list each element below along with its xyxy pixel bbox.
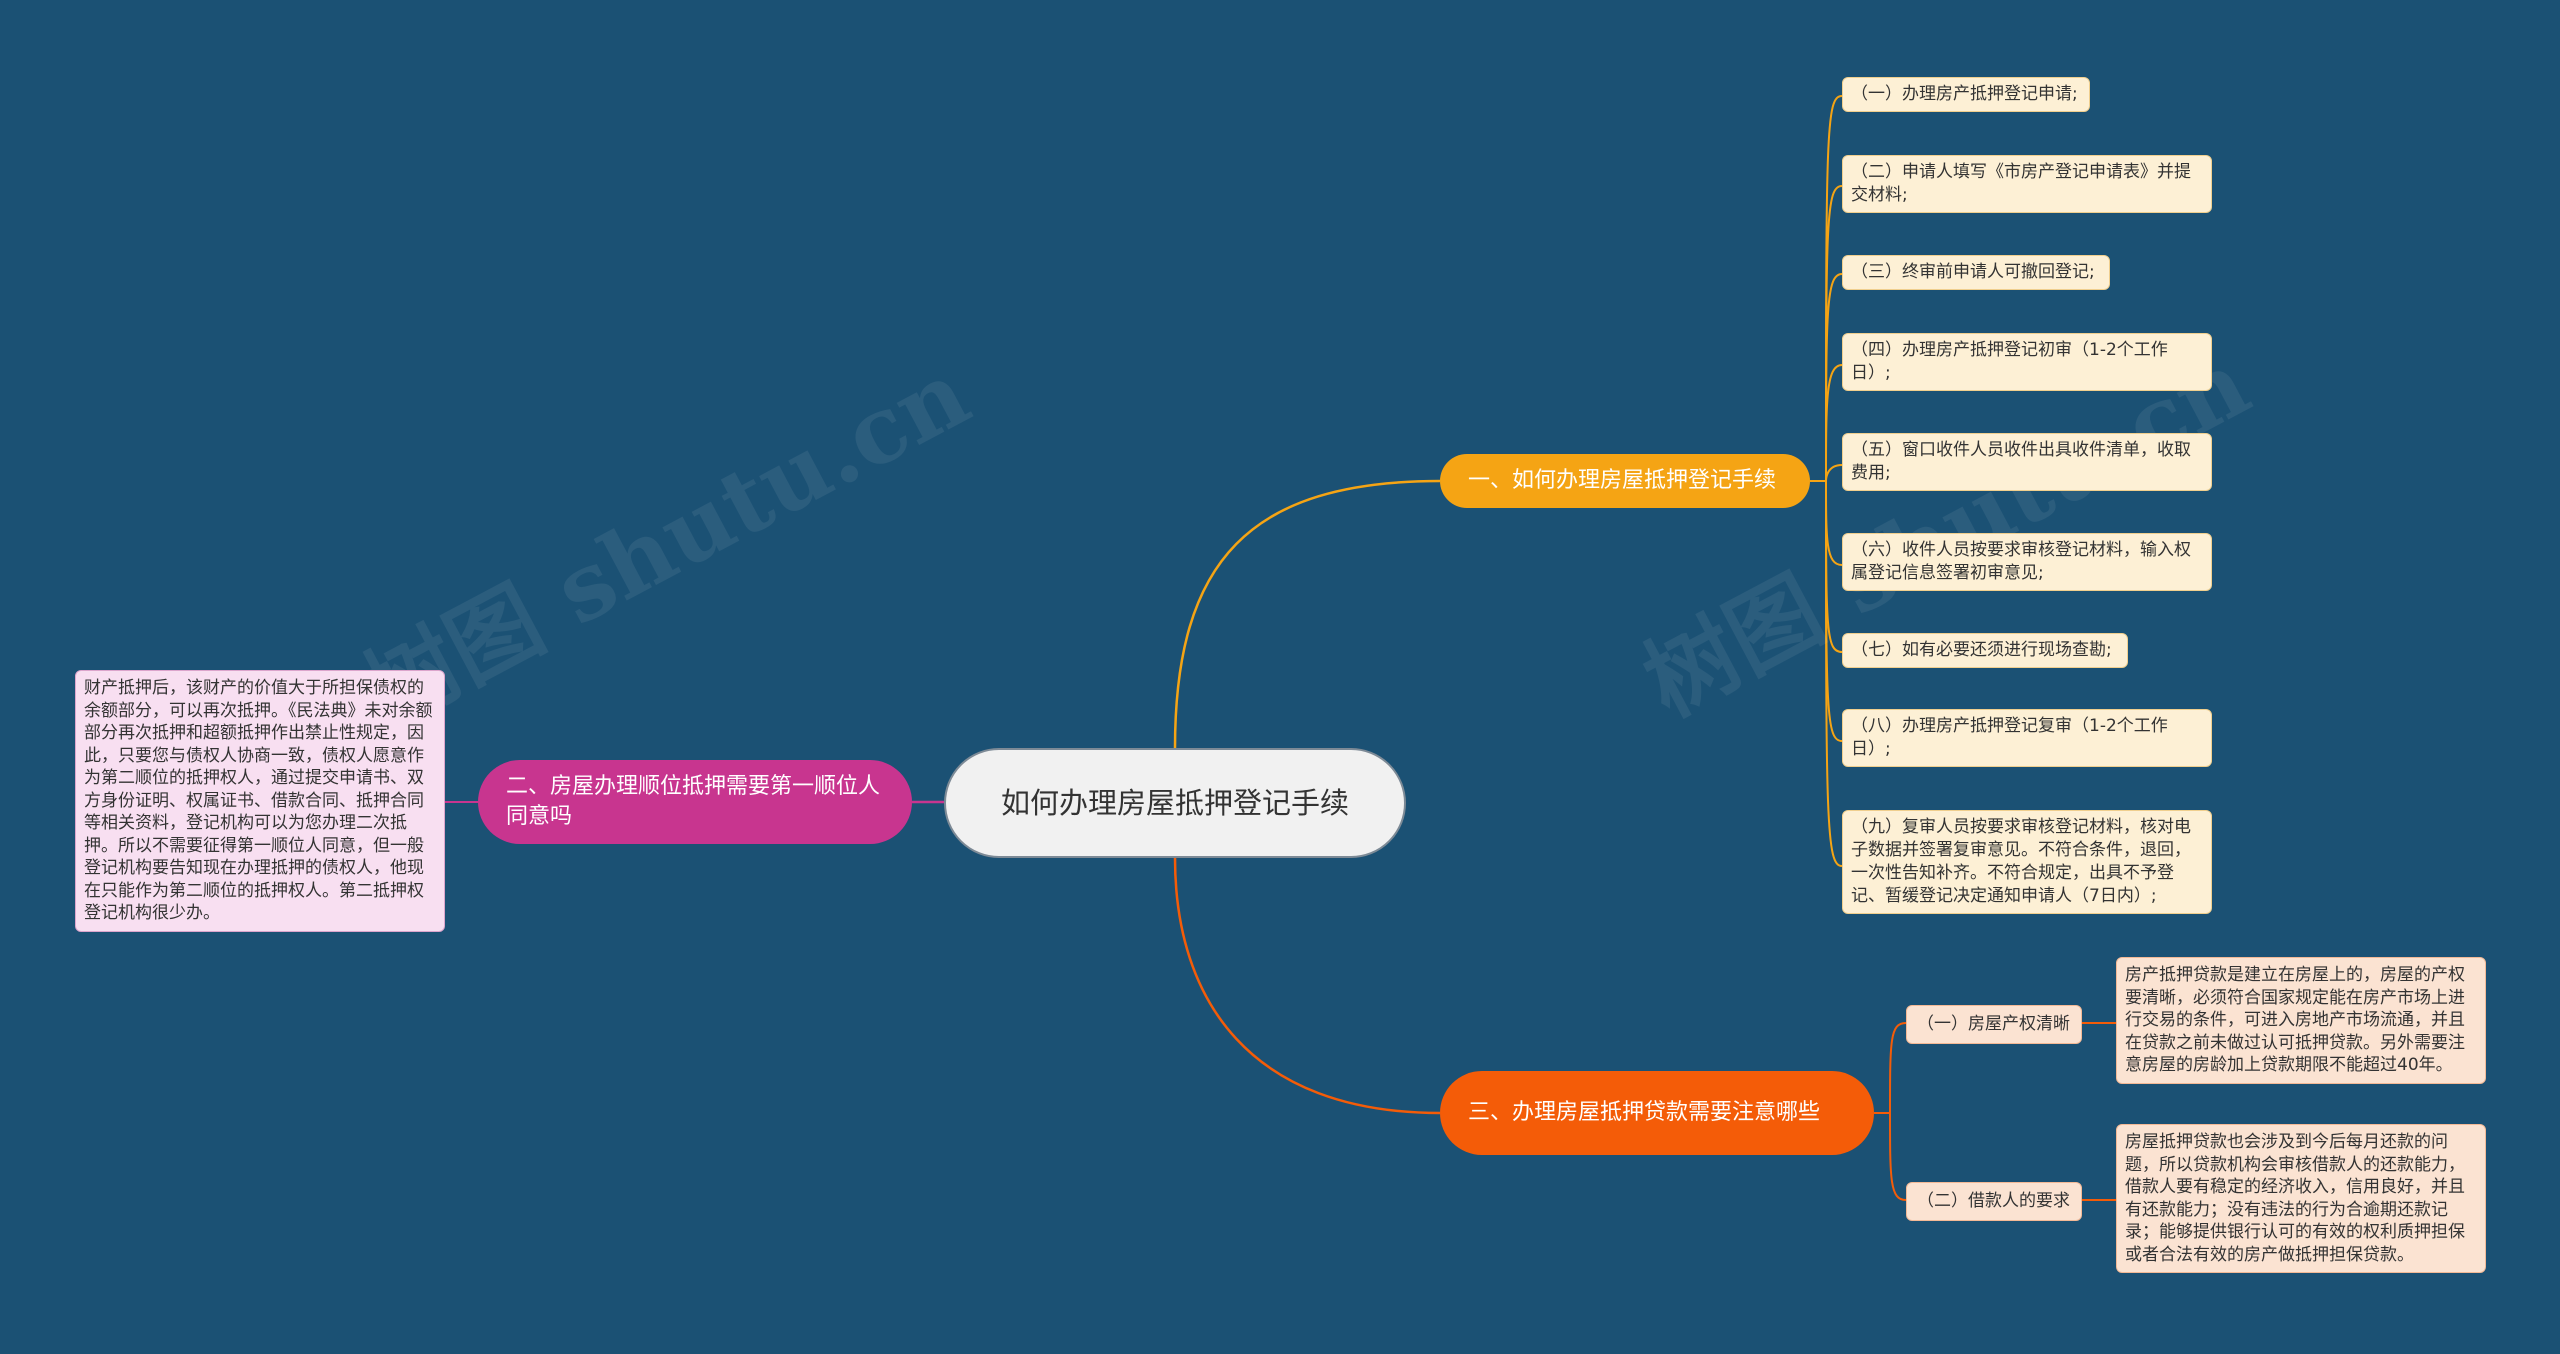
b1-item-1-label: （一）办理房产抵押登记申请; [1851,84,2078,104]
b1-item-5[interactable]: （五）窗口收件人员收件出具收件清单，收取费用; [1842,433,2212,491]
b1-item-7[interactable]: （七）如有必要还须进行现场查勘; [1842,633,2128,668]
branch-topic-2[interactable]: 二、房屋办理顺位抵押需要第一顺位人同意吗 [478,760,912,844]
edge-b1-item-6 [1825,480,1843,566]
b1-item-6-label: （六）收件人员按要求审核登记材料，输入权属登记信息签署初审意见; [1851,540,2191,583]
edge-b1-item-5 [1825,464,1843,482]
b1-item-2[interactable]: （二）申请人填写《市房产登记申请表》并提交材料; [1842,155,2212,213]
edge-root-b3 [1173,857,1441,1115]
b1-item-8-label: （八）办理房产抵押登记复审（1-2个工作日）; [1851,716,2168,759]
b3-sub-2-detail-text: 房屋抵押贷款也会涉及到今后每月还款的问题，所以贷款机构会审核借款人的还款能力，借… [2125,1132,2465,1265]
b1-item-5-label: （五）窗口收件人员收件出具收件清单，收取费用; [1851,440,2191,483]
edge-b3-sub-2 [1889,1112,1907,1201]
b1-item-4-label: （四）办理房产抵押登记初审（1-2个工作日）; [1851,340,2168,383]
root-topic[interactable]: 如何办理房屋抵押登记手续 [944,748,1406,858]
b3-sub-1-label: （一）房屋产权清晰 [1917,1014,2070,1034]
b3-sub-2-label: （二）借款人的要求 [1917,1191,2070,1211]
b3-sub-1[interactable]: （一）房屋产权清晰 [1906,1005,2082,1044]
b3-sub-2-detail[interactable]: 房屋抵押贷款也会涉及到今后每月还款的问题，所以贷款机构会审核借款人的还款能力，借… [2116,1124,2486,1273]
b1-item-8[interactable]: （八）办理房产抵押登记复审（1-2个工作日）; [1842,709,2212,767]
b1-item-3[interactable]: （三）终审前申请人可撤回登记; [1842,255,2110,290]
b1-item-2-label: （二）申请人填写《市房产登记申请表》并提交材料; [1851,162,2191,205]
branch-topic-1[interactable]: 一、如何办理房屋抵押登记手续 [1440,454,1810,508]
branch-topic-3-label: 三、办理房屋抵押贷款需要注意哪些 [1468,1100,1821,1125]
b1-item-7-label: （七）如有必要还须进行现场查勘; [1851,640,2112,660]
branch-topic-3[interactable]: 三、办理房屋抵押贷款需要注意哪些 [1440,1071,1874,1155]
b1-item-4[interactable]: （四）办理房产抵押登记初审（1-2个工作日）; [1842,333,2212,391]
edge-root-b1 [1173,479,1441,749]
b1-item-1[interactable]: （一）办理房产抵押登记申请; [1842,77,2090,112]
b1-item-9[interactable]: （九）复审人员按要求审核登记材料，核对电子数据并签署复审意见。不符合条件，退回，… [1842,810,2212,914]
edge-b1-item-7 [1825,480,1843,653]
edge-b1-item-9 [1825,480,1843,867]
edge-b1-item-1 [1825,95,1843,482]
branch-topic-1-label: 一、如何办理房屋抵押登记手续 [1468,468,1777,493]
root-topic-label: 如何办理房屋抵押登记手续 [1000,786,1349,820]
edge-b3-sub-1 [1889,1022,1907,1114]
branch-topic-2-label: 二、房屋办理顺位抵押需要第一顺位人同意吗 [506,774,881,829]
b1-item-3-label: （三）终审前申请人可撤回登记; [1851,262,2095,282]
edge-b1-item-3 [1825,273,1843,482]
b3-sub-1-detail[interactable]: 房产抵押贷款是建立在房屋上的，房屋的产权要清晰，必须符合国家规定能在房产市场上进… [2116,957,2486,1084]
b2-detail-text: 财产抵押后，该财产的价值大于所担保债权的余额部分，可以再次抵押。《民法典》未对余… [84,678,433,923]
b1-item-6[interactable]: （六）收件人员按要求审核登记材料，输入权属登记信息签署初审意见; [1842,533,2212,591]
b2-detail[interactable]: 财产抵押后，该财产的价值大于所担保债权的余额部分，可以再次抵押。《民法典》未对余… [75,670,445,932]
edge-b1-item-8 [1825,480,1843,742]
edge-b1-item-2 [1825,185,1843,482]
b3-sub-2[interactable]: （二）借款人的要求 [1906,1182,2082,1221]
b1-item-9-label: （九）复审人员按要求审核登记材料，核对电子数据并签署复审意见。不符合条件，退回，… [1851,817,2191,906]
edge-b1-item-4 [1825,364,1843,482]
b3-sub-1-detail-text: 房产抵押贷款是建立在房屋上的，房屋的产权要清晰，必须符合国家规定能在房产市场上进… [2125,965,2465,1075]
